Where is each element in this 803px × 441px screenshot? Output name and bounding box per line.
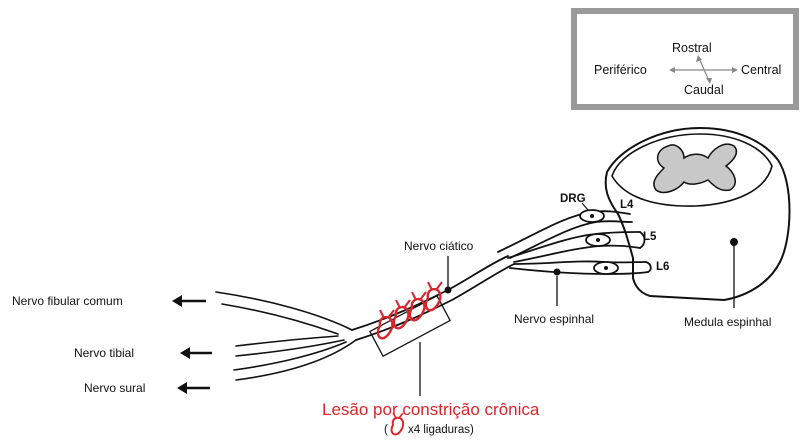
fibular-arrowhead <box>172 295 182 307</box>
label-nervo-fibular-comum: Nervo fibular comum <box>12 294 123 308</box>
nerve-tree <box>216 210 651 380</box>
compass-caudal-label: Caudal <box>684 83 724 97</box>
drg-l5-dot <box>596 238 600 242</box>
branch-arrows <box>172 295 212 394</box>
compass-rostral-label: Rostral <box>672 41 712 55</box>
drg-l6-dot <box>604 266 608 270</box>
l6-root <box>514 261 646 264</box>
compass-periferico-label: Periférico <box>594 63 647 77</box>
drg-l4-dot <box>590 214 594 218</box>
l5-root-lower <box>514 246 640 262</box>
l6-entry-tip <box>646 262 651 272</box>
label-nervo-tibial: Nervo tibial <box>74 346 134 360</box>
lesion-paren-open: ( <box>384 424 388 436</box>
sural-arrowhead <box>177 382 187 394</box>
label-nervo-espinhal: Nervo espinhal <box>514 312 594 326</box>
label-l6: L6 <box>656 261 669 273</box>
gray-matter <box>654 144 737 192</box>
label-nervo-sural: Nervo sural <box>84 381 145 395</box>
tibial-branch-b <box>236 340 344 356</box>
spinal-cord-pointer-dot <box>730 238 738 246</box>
orientation-compass: Rostral Caudal Periférico Central <box>574 11 796 107</box>
tibial-arrowhead <box>180 347 190 359</box>
sciatic-trunk-upper <box>352 256 508 330</box>
lesion-ligatures-count: x4 ligaduras) <box>408 424 474 436</box>
label-drg: DRG <box>560 193 586 205</box>
l6-root-lower <box>510 268 648 274</box>
label-medula-espinhal: Medula espinhal <box>684 315 771 329</box>
spinal-nerve-pointer-dot <box>554 269 561 276</box>
sciatic-pointer-dot <box>445 287 452 294</box>
lesion-title: Lesão por constrição crônica <box>322 400 540 419</box>
fibular-branch-b <box>222 304 338 334</box>
label-l4: L4 <box>620 199 634 211</box>
l4-root-lower <box>510 221 632 258</box>
label-l5: L5 <box>643 231 657 243</box>
compass-central-label: Central <box>741 63 781 77</box>
label-nervo-ciatico: Nervo ciático <box>404 239 474 253</box>
fibular-branch-a <box>216 292 352 330</box>
lesion-ligatures <box>370 282 450 396</box>
ligature-1 <box>378 310 394 338</box>
